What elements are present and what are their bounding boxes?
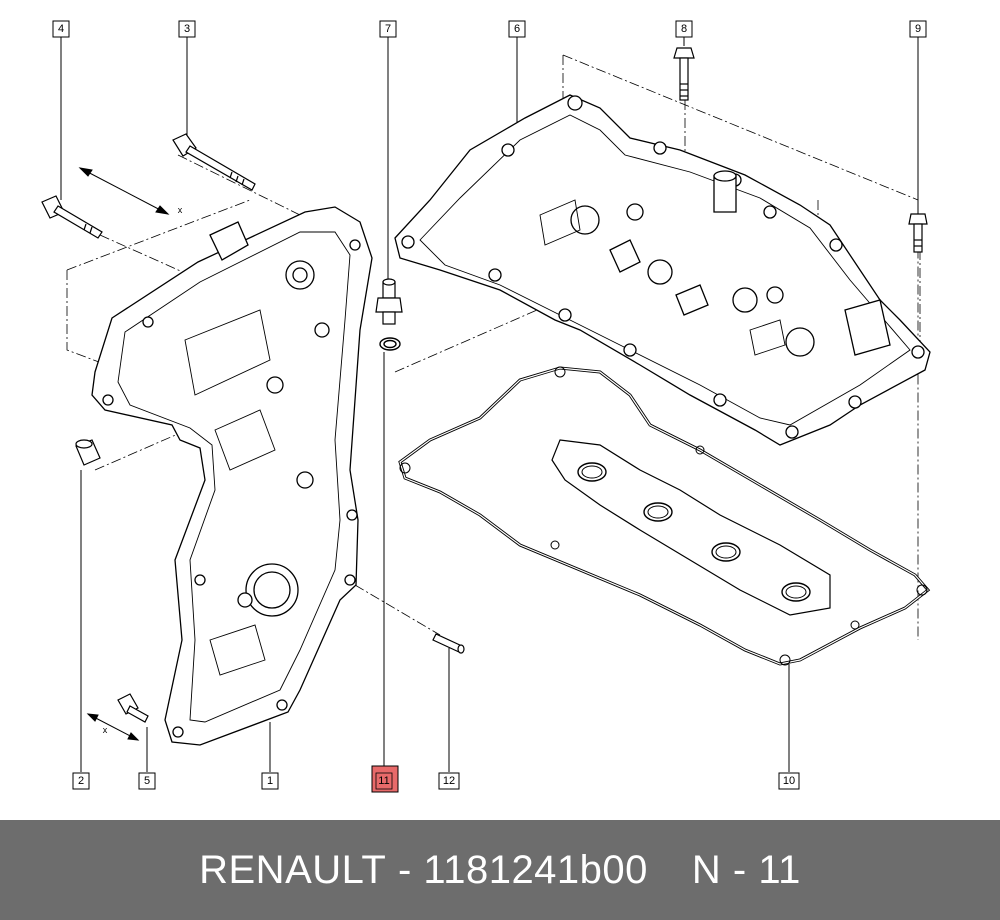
small-bolt-part	[117, 693, 149, 723]
callout-label: 4	[58, 23, 64, 35]
sensor-part	[375, 278, 403, 325]
cover-bolt-part	[673, 47, 695, 101]
callout-11-highlighted: 11	[371, 765, 399, 793]
callout-label: 10	[783, 775, 795, 787]
callout-7: 7	[379, 20, 397, 38]
callout-label: 1	[267, 775, 273, 787]
callout-3: 3	[178, 20, 196, 38]
part-footer-banner: RENAULT - 1181241b00 N - 11	[0, 820, 1000, 920]
brand-name: RENAULT	[199, 847, 387, 892]
callout-label: 12	[443, 775, 455, 787]
valve-cover-part	[394, 94, 931, 446]
dimension-marks	[78, 167, 170, 741]
stud-bolt-part	[908, 213, 928, 253]
callout-label: 5	[144, 775, 150, 787]
callout-12: 12	[438, 772, 460, 790]
callout-label: 11	[378, 775, 389, 787]
part-number: 1181241b00	[423, 847, 648, 892]
callout-8: 8	[675, 20, 693, 38]
callout-10: 10	[778, 772, 800, 790]
callout-5: 5	[138, 772, 156, 790]
callout-9: 9	[909, 20, 927, 38]
callout-label: 2	[78, 775, 84, 787]
long-bolt-part	[172, 133, 256, 191]
o-ring-part	[379, 337, 401, 351]
callout-2: 2	[72, 772, 90, 790]
callout-1: 1	[261, 772, 279, 790]
callout-label: 9	[915, 23, 921, 35]
callout-label: 8	[681, 23, 687, 35]
dimension-label-x: x	[103, 725, 108, 735]
callout-label: 6	[514, 23, 520, 35]
bolt-part	[41, 195, 103, 239]
timing-cover-part	[91, 206, 373, 746]
callout-6: 6	[508, 20, 526, 38]
footer-separator: -	[397, 847, 412, 892]
exploded-parts-diagram: x x	[41, 20, 931, 793]
callout-4: 4	[52, 20, 70, 38]
plug-part	[75, 439, 101, 466]
callout-label: 3	[184, 23, 190, 35]
leader-lines	[60, 37, 919, 772]
dowel-pin-part	[432, 633, 465, 654]
item-reference: N - 11	[691, 847, 801, 892]
dimension-label-x: x	[178, 205, 183, 215]
callout-label: 7	[385, 23, 391, 35]
gasket-part	[398, 366, 931, 666]
